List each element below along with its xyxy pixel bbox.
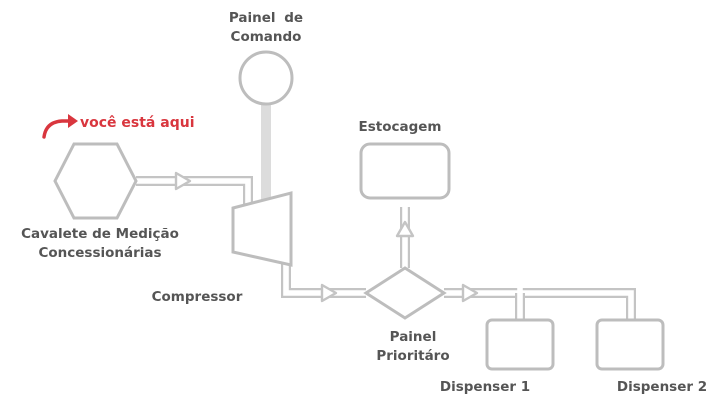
meter-label-2: Concessionárias xyxy=(38,245,161,261)
you-are-here-label: você está aqui xyxy=(80,115,195,131)
dispenser-2-node xyxy=(595,318,665,371)
pipe-meter-to-compressor xyxy=(136,176,253,208)
priority-panel-label-1: Painel xyxy=(390,329,437,345)
priority-panel-label-2: Prioritáro xyxy=(376,348,449,364)
pipes xyxy=(136,76,636,320)
svg-text:Painel de: Painel de xyxy=(229,10,303,26)
flow-arrows xyxy=(174,171,479,303)
compressor-node xyxy=(231,191,293,267)
meter-hexagon-node xyxy=(53,142,138,220)
dispenser-1-label: Dispenser 1 xyxy=(440,379,530,395)
control-panel-label-2: de xyxy=(284,10,303,26)
dispenser-2-label: Dispenser 2 xyxy=(617,379,707,395)
priority-panel-node xyxy=(363,266,447,320)
control-panel-node xyxy=(238,50,294,106)
you-are-here-marker: você está aqui xyxy=(42,114,195,139)
compressor-label: Compressor xyxy=(152,289,243,305)
storage-node xyxy=(359,142,451,200)
flow-arrow-icon xyxy=(461,283,479,303)
curved-arrow-head-icon xyxy=(68,114,78,128)
flow-arrow-icon xyxy=(395,220,415,238)
flow-arrow-icon xyxy=(174,171,192,191)
control-panel-label-3: Comando xyxy=(231,29,302,45)
meter-label-1: Cavalete de Medição xyxy=(21,226,179,242)
pipe-control-to-compressor xyxy=(261,76,271,201)
curved-arrow-icon xyxy=(42,119,74,139)
storage-label: Estocagem xyxy=(359,119,442,135)
dispenser-1-node xyxy=(485,318,555,371)
flow-arrow-icon xyxy=(320,283,338,303)
control-panel-label-1: Painel xyxy=(229,10,276,26)
